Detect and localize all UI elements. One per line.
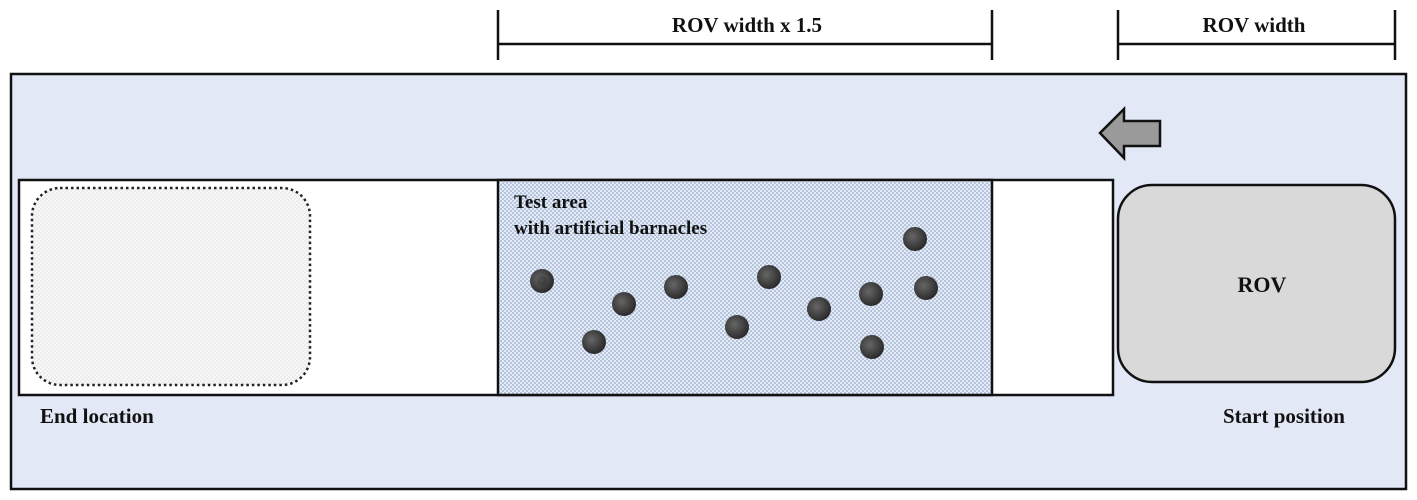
test-area-sublabel: with artificial barnacles (514, 218, 707, 239)
rov-label: ROV (1238, 272, 1287, 297)
barnacle (664, 275, 688, 299)
barnacle (807, 297, 831, 321)
barnacle (757, 265, 781, 289)
barnacle (903, 227, 927, 251)
barnacles (530, 227, 938, 359)
dimension-label-test-area: ROV width x 1.5 (672, 13, 822, 37)
barnacle (537, 276, 547, 286)
barnacle (612, 292, 636, 316)
barnacle (725, 315, 749, 339)
dimension-label-rov: ROV width (1203, 13, 1306, 37)
barnacle (860, 335, 884, 359)
direction-arrow-icon (1098, 105, 1162, 162)
barnacle (530, 269, 554, 293)
start-position-label: Start position (1223, 404, 1345, 428)
barnacle (859, 282, 883, 306)
barnacle (582, 330, 606, 354)
dimension-test-area-width: ROV width x 1.5 (496, 10, 994, 60)
barnacle (914, 276, 938, 300)
rov (1116, 183, 1397, 384)
end-location-area (30, 186, 312, 387)
test-area-label: Test area (514, 192, 588, 213)
end-location-label: End location (40, 404, 154, 428)
test-area (496, 178, 994, 397)
dimension-rov-width: ROV width (1116, 10, 1397, 60)
